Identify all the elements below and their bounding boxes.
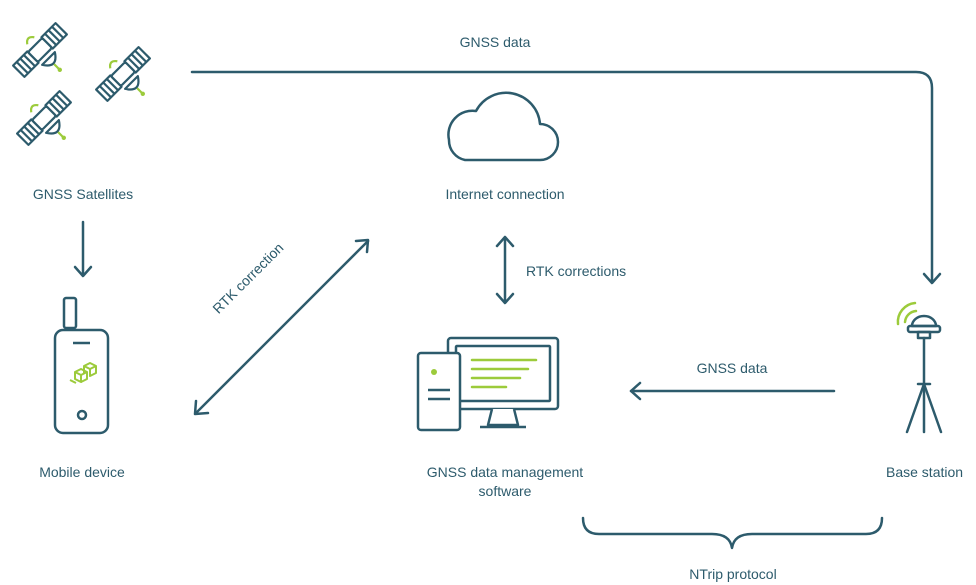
- computer-icon: [416, 336, 560, 432]
- software-label-line2: software: [478, 483, 532, 499]
- arrow-base-to-software: [629, 381, 836, 401]
- ntrip-brace: [581, 516, 884, 550]
- satellite-icon: [16, 90, 72, 146]
- arrow-rtk-corrections: [495, 235, 515, 305]
- gnss-data-top-label: GNSS data: [459, 34, 531, 50]
- gnss-data-bottom-label: GNSS data: [696, 360, 768, 376]
- base-station-label: Base station: [886, 464, 964, 480]
- arrow-satellites-to-mobile: [73, 220, 93, 278]
- mobile-device-label: Mobile device: [39, 464, 125, 480]
- smartphone-icon: [53, 296, 110, 435]
- arrow-rtk-correction: [193, 238, 370, 416]
- ntrip-protocol-label: NTrip protocol: [689, 566, 777, 582]
- rtk-corrections-label: RTK corrections: [526, 263, 627, 279]
- gnss-satellites-label: GNSS Satellites: [32, 186, 134, 202]
- satellite-icon: [95, 46, 151, 102]
- satellite-icon: [12, 22, 68, 78]
- internet-connection-label: Internet connection: [445, 186, 565, 202]
- cloud-icon: [447, 91, 560, 162]
- software-label-line1: GNSS data management: [426, 464, 584, 480]
- base-station-icon: [896, 301, 943, 434]
- arrow-satellites-to-base: [190, 70, 942, 285]
